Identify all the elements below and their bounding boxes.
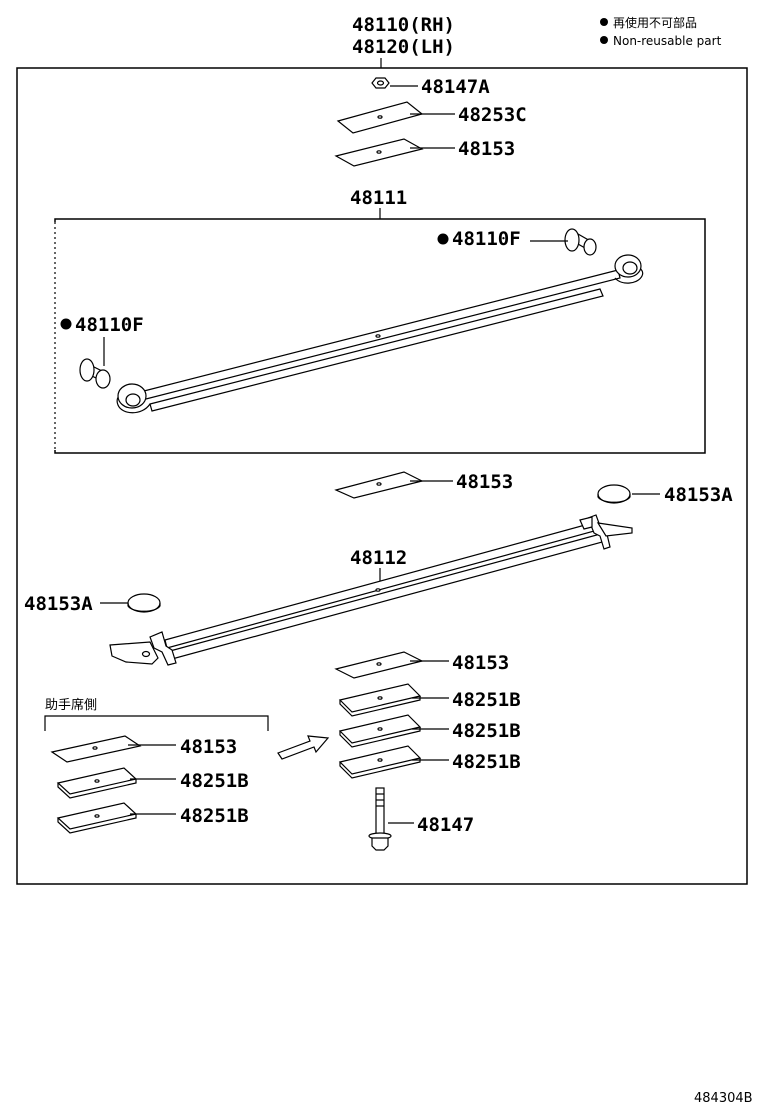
legend-non-reusable-en: Non-reusable part: [613, 34, 722, 48]
clip-left-label: 48153A: [24, 593, 93, 615]
pad-top-label: 48153: [458, 138, 515, 160]
non-reusable-dot-icon: [600, 18, 608, 26]
assembly-rh-label: 48110(RH): [352, 14, 455, 36]
non-reusable-dot-icon: [60, 318, 72, 330]
clip-right-part: [597, 484, 631, 504]
figure-reference: 484304B: [694, 1091, 753, 1106]
leaf-assembly-label: 48111: [350, 187, 407, 209]
spacer-3-label: 48251B: [452, 751, 521, 773]
bushing-right-label: 48110F: [452, 228, 521, 250]
bolt-label: 48147: [417, 814, 474, 836]
bushing-left-label: 48110F: [75, 314, 144, 336]
non-reusable-dot-icon: [600, 36, 608, 44]
passenger-side-title: 助手席側: [45, 697, 97, 713]
plate-top-label: 48253C: [458, 104, 527, 126]
passenger-pad-label: 48153: [180, 736, 237, 758]
leaf-lower-part: [109, 514, 633, 666]
leaf-lower-label: 48112: [350, 547, 407, 569]
bolt-part: [368, 787, 392, 851]
passenger-spacer-1-label: 48251B: [180, 770, 249, 792]
assembly-lh-label: 48120(LH): [352, 36, 455, 58]
replacement-arrow-icon: [277, 735, 330, 760]
leaf-spring-main: [116, 254, 644, 414]
spacer-2-label: 48251B: [452, 720, 521, 742]
non-reusable-dot-icon: [437, 233, 449, 245]
clip-right-label: 48153A: [664, 484, 733, 506]
legend-non-reusable-jp: 再使用不可部品: [613, 15, 697, 30]
clip-left-part: [127, 593, 161, 613]
spacer-1-label: 48251B: [452, 689, 521, 711]
bushing-right-part: [564, 228, 597, 256]
passenger-side-bracket: [44, 715, 269, 731]
nut-part: [371, 77, 390, 89]
pad-lower-label: 48153: [452, 652, 509, 674]
main-frame: [16, 67, 748, 885]
pad-middle-label: 48153: [456, 471, 513, 493]
nut-label: 48147A: [421, 76, 490, 98]
bushing-left-part: [79, 358, 111, 389]
passenger-spacer-2-label: 48251B: [180, 805, 249, 827]
